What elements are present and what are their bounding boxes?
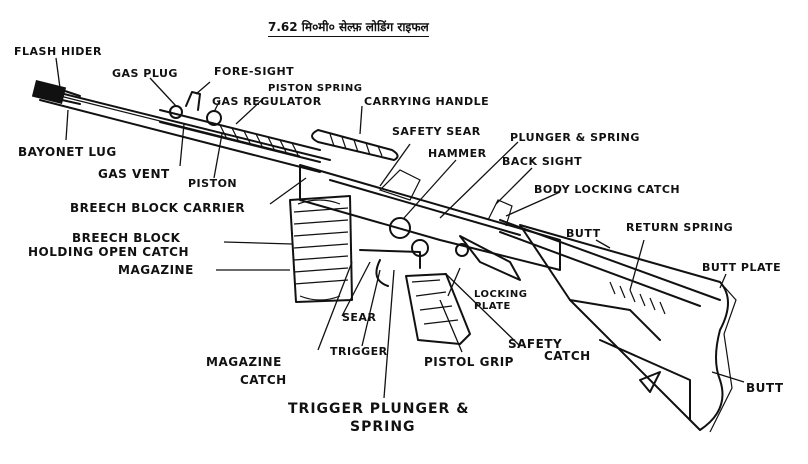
label-fore-sight: FORE-SIGHT: [214, 65, 295, 78]
label-magazine: MAGAZINE: [118, 263, 194, 277]
label-gas-regulator: GAS REGULATOR: [212, 95, 322, 108]
magazine-shape: [289, 195, 353, 303]
label-body-locking-catch: BODY LOCKING CATCH: [534, 183, 681, 196]
butt-tube: [499, 219, 721, 315]
label-plate: PLATE: [474, 301, 511, 312]
receiver: [299, 164, 561, 281]
butt-stock-shape: [519, 224, 737, 433]
label-safety-sear: SAFETY SEAR: [392, 125, 481, 138]
gas-cylinder: [159, 109, 321, 163]
flash-hider-shape: [31, 80, 81, 105]
label-bayonet-lug: BAYONET LUG: [18, 145, 117, 159]
label-butt: BUTT: [566, 227, 601, 240]
label-trigger-plunger-spring: SPRING: [350, 419, 416, 435]
label-magazine-catch-2: CATCH: [240, 373, 287, 387]
label-piston-spring: PISTON SPRING: [268, 83, 363, 94]
label-breech-block-carrier: BREECH BLOCK CARRIER: [70, 201, 246, 215]
label-trigger-plunger: TRIGGER PLUNGER &: [288, 401, 470, 417]
label-hammer: HAMMER: [428, 147, 487, 160]
leader-lines: [55, 57, 745, 399]
label-locking: LOCKING: [474, 289, 528, 300]
label-back-sight: BACK SIGHT: [502, 155, 583, 168]
label-breech-block: BREECH BLOCK: [72, 231, 181, 245]
label-carrying-handle: CARRYING HANDLE: [364, 95, 490, 108]
label-return-spring: RETURN SPRING: [626, 221, 734, 234]
label-butt-plate: BUTT PLATE: [702, 261, 782, 274]
label-sear: SEAR: [342, 311, 377, 324]
label-trigger: TRIGGER: [330, 345, 388, 358]
label-holding-open-catch: HOLDING OPEN CATCH: [28, 245, 189, 259]
label-pistol-grip: PISTOL GRIP: [424, 355, 514, 369]
label-gas-plug: GAS PLUG: [112, 67, 178, 80]
label-gas-vent: GAS VENT: [98, 167, 170, 181]
pistol-grip-shape: [359, 249, 471, 345]
label-plunger-spring: PLUNGER & SPRING: [510, 131, 640, 144]
diagram-title: 7.62 मि०मी० सेल्फ़ लोडिंग राइफल: [268, 18, 429, 37]
label-safety: SAFETY: [508, 337, 563, 351]
label-piston: PISTON: [188, 177, 238, 190]
carrying-handle-shape: [311, 129, 399, 161]
label-flash-hider: FLASH HIDER: [14, 45, 102, 58]
label-catch: CATCH: [544, 349, 591, 363]
label-butt-bottom: BUTT: [746, 381, 784, 395]
label-magazine-catch-1: MAGAZINE: [206, 355, 282, 369]
